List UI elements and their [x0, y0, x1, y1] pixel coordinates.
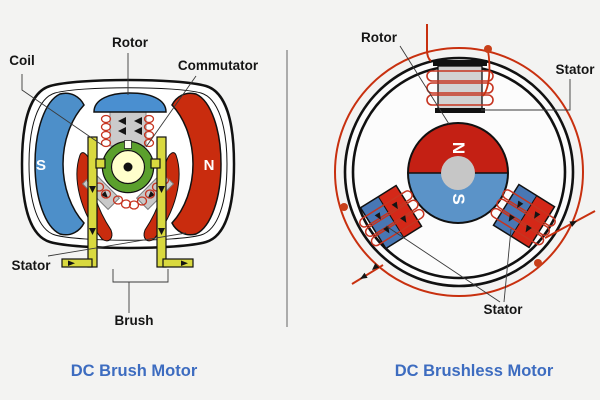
shaft-dot [123, 162, 133, 172]
brush-motor-caption: DC Brush Motor [70, 362, 198, 380]
brushless-motor-diagram [334, 24, 596, 303]
brushless-motor-caption: DC Brushless Motor [394, 362, 554, 380]
terminal-foot-left [61, 258, 93, 268]
brush-motor-diagram [20, 53, 236, 313]
label-brush: Brush [114, 313, 154, 328]
leader-lines [21, 53, 197, 313]
brush-current-arrows [68, 186, 188, 266]
stator-pole-lower-right [490, 183, 556, 249]
brush-bar-left [87, 136, 98, 268]
current-arrows [118, 117, 142, 135]
rotor-magnet [407, 122, 509, 224]
label-rotor: Rotor [112, 35, 148, 50]
phase-leads [351, 210, 596, 285]
stator-magnet-north [171, 92, 222, 236]
label-stator-top: Stator [555, 62, 595, 77]
stator-magnet-south [34, 92, 85, 236]
south-pole-letter: S [35, 157, 46, 174]
brush-tab-left [95, 158, 106, 169]
brushless-motor-panel: Rotor Stator Stator N S DC Brushless Mot… [300, 0, 600, 400]
brush-motor-panel: Rotor Coil Commutator Stator Brush S N D… [9, 35, 259, 380]
commutator-ring [101, 140, 155, 194]
stator-pole-top [426, 50, 494, 113]
armature-coil-loops [100, 114, 155, 148]
panel-divider [286, 50, 288, 327]
brush-bar-right [156, 136, 167, 268]
terminal-foot-right [162, 258, 194, 268]
rotor-dome-cap [93, 92, 167, 113]
brush-tab-right [150, 158, 161, 169]
brush-assembly [61, 136, 194, 268]
label-rotor: Rotor [361, 30, 397, 45]
label-stator-bottom: Stator [483, 302, 523, 317]
rotor-hub [441, 156, 475, 190]
north-pole-letter: N [203, 157, 215, 174]
leader-lines [385, 45, 571, 303]
label-stator: Stator [11, 258, 51, 273]
label-commutator: Commutator [177, 58, 259, 73]
label-coil: Coil [9, 53, 35, 68]
rotor-south-letter: S [449, 193, 468, 205]
phase-lead-top [426, 24, 432, 62]
wire-junction-dots [340, 45, 542, 267]
rotor-north-letter: N [449, 141, 468, 155]
circuit-wire-loop [334, 47, 584, 297]
